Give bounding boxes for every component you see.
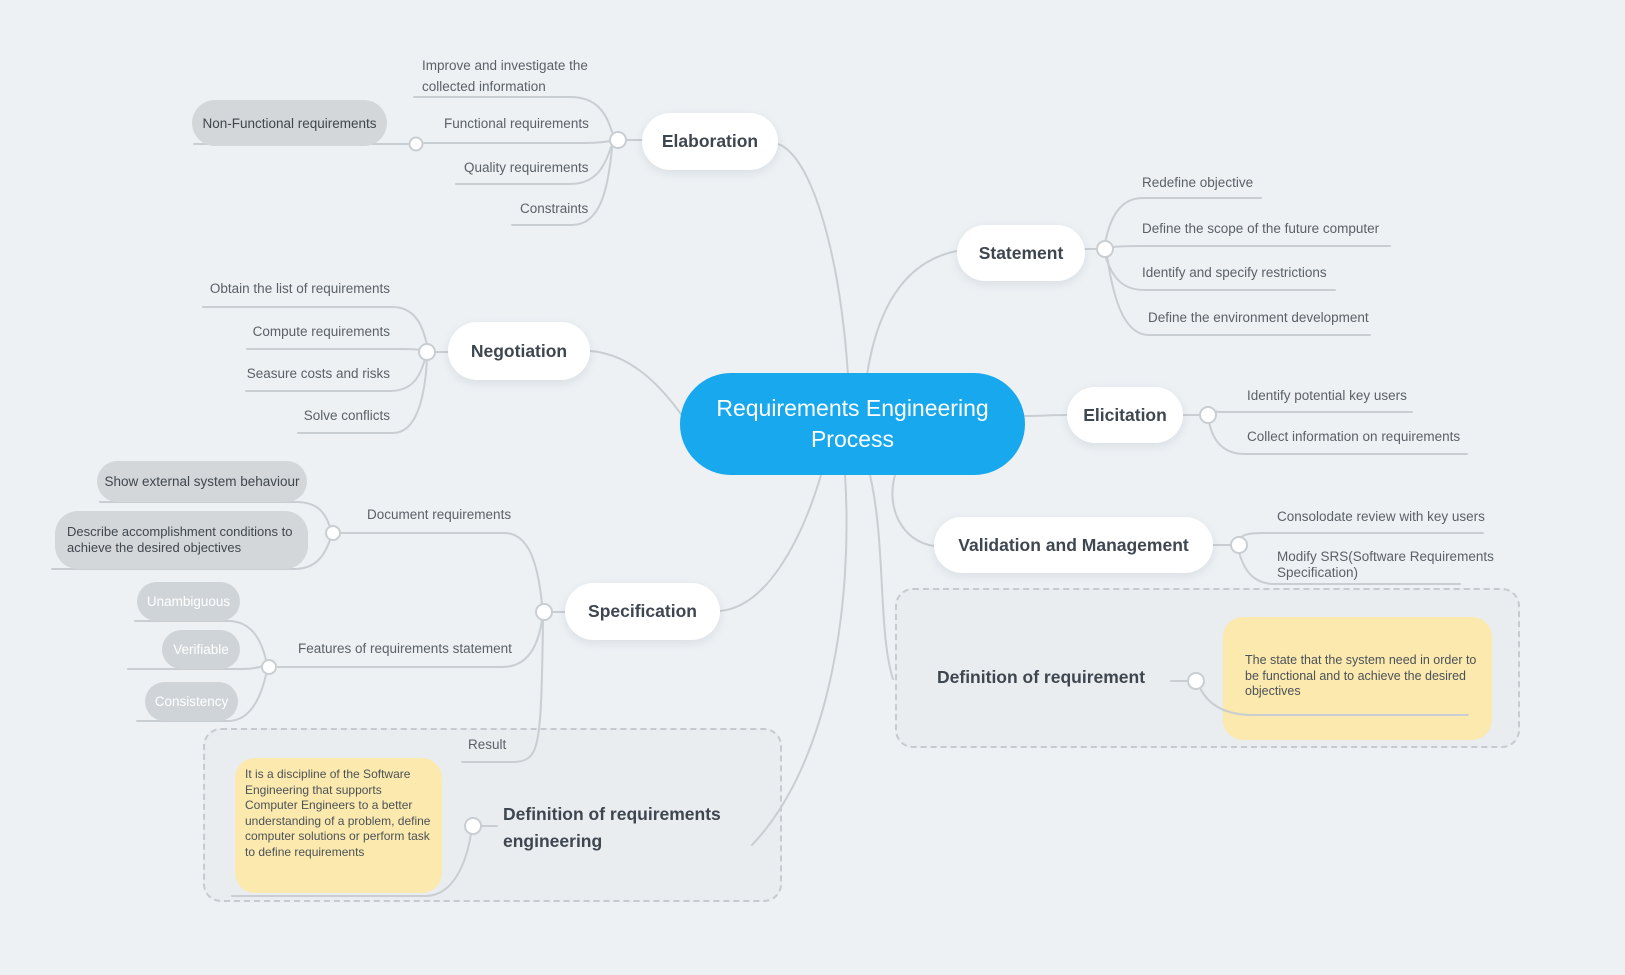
edge-central-def-requirement [869,474,894,680]
edge-central-negotiation [589,350,682,415]
edge-negotiation-compute [246,348,422,351]
edge-elaboration-improve [413,96,613,133]
edge-elaboration-functional [422,140,611,144]
junction-dot [1230,536,1248,554]
edge-defreq-note [1199,687,1469,716]
junction-dot [325,525,341,541]
subtopic-consistency[interactable]: Consistency [145,682,238,721]
subtopic-constraints[interactable]: Constraints [520,201,589,216]
topic-elicitation[interactable]: Elicitation [1067,387,1183,443]
edge-specification-features [277,619,543,668]
subtopic-describe-accomplishment[interactable]: Describe accomplishment conditions to ac… [55,511,308,569]
edge-document-show [99,501,331,528]
topic-elaboration[interactable]: Elaboration [642,113,778,170]
topic-statement[interactable]: Statement [957,225,1085,281]
subtopic-features-statement[interactable]: Features of requirements statement [298,641,512,656]
subtopic-document-requirements[interactable]: Document requirements [367,507,512,522]
junction-dot [1187,672,1205,690]
subtopic-unambiguous[interactable]: Unambiguous [137,582,240,621]
central-topic[interactable]: Requirements Engineering Process [680,373,1025,475]
topic-negotiation[interactable]: Negotiation [448,322,590,380]
subtopic-collect-information[interactable]: Collect information on requirements [1247,429,1461,444]
subtopic-consolodate-review[interactable]: Consolodate review with key users [1277,509,1485,524]
edge-features-consistency [136,674,267,722]
topic-definition-of-requirements-engineering[interactable]: Definition of requirements engineering [503,804,721,851]
edge-validation-consolodate [1238,532,1484,540]
edge-central-statement [866,250,958,376]
edge-document-describe [51,539,331,570]
edge-elicitation-identify [1208,408,1413,413]
junction-dot [1096,240,1114,258]
subtopic-compute-requirements[interactable]: Compute requirements [252,324,390,339]
edge-central-specification [719,474,822,612]
subtopic-show-external-behaviour[interactable]: Show external system behaviour [97,461,307,502]
junction-dot [418,343,436,361]
subtopic-improve-investigate[interactable]: Improve and investigate the collected in… [422,58,588,94]
junction-dot [535,603,553,621]
edge-negotiation-obtain [202,306,428,346]
subtopic-functional-requirements[interactable]: Functional requirements [444,116,589,131]
junction-dot [609,131,627,149]
edge-central-validation [891,474,935,547]
junction-dot [408,136,424,152]
subtopic-quality-requirements[interactable]: Quality requirements [464,160,589,175]
subtopic-non-functional-requirements[interactable]: Non-Functional requirements [192,100,387,146]
edge-statement-environment [1106,255,1371,336]
edge-specification-document [339,532,543,605]
edge-statement-redefine [1104,197,1262,244]
edge-defre-note [231,833,472,897]
edge-elaboration-quality [455,146,612,185]
topic-definition-of-requirement[interactable]: Definition of requirement [937,667,1146,687]
edge-negotiation-solve [297,358,428,434]
junction-dot [464,817,482,835]
note-definition-requirements-engineering[interactable]: It is a discipline of the Software Engin… [235,758,442,893]
note-definition-requirement[interactable]: The state that the system need in order … [1223,617,1492,740]
subtopic-result[interactable]: Result [468,737,507,752]
edge-elicitation-collect [1208,421,1468,455]
edge-features-unambiguous [134,620,267,661]
topic-validation-management[interactable]: Validation and Management [934,517,1213,573]
edge-validation-modify [1238,551,1461,585]
edge-specification-result [461,619,544,763]
edge-elaboration-constraints [511,147,613,226]
subtopic-environment-development[interactable]: Define the environment development [1148,310,1369,325]
edge-central-elaboration [777,143,849,376]
subtopic-redefine-objective[interactable]: Redefine objective [1142,175,1254,190]
subtopic-verifiable[interactable]: Verifiable [162,630,240,669]
edge-central-elicitation [1024,414,1068,417]
subtopic-identify-restrictions[interactable]: Identify and specify restrictions [1142,265,1327,280]
note-text: It is a discipline of the Software Engin… [245,767,431,859]
subtopic-define-scope[interactable]: Define the scope of the future computer [1142,221,1380,236]
subtopic-identify-key-users[interactable]: Identify potential key users [1247,388,1407,403]
subtopic-solve-conflicts[interactable]: Solve conflicts [303,408,390,423]
edge-negotiation-seasure [245,358,426,392]
subtopic-modify-srs[interactable]: Modify SRS(Software Requirements Specifi… [1277,549,1494,580]
topic-specification[interactable]: Specification [565,583,720,640]
edge-statement-scope [1112,245,1391,248]
subtopic-obtain-list[interactable]: Obtain the list of requirements [209,281,390,296]
junction-dot [1199,406,1217,424]
note-text: The state that the system need in order … [1245,653,1477,698]
central-topic-label: Requirements Engineering Process [716,395,989,452]
junction-dot [261,659,277,675]
subtopic-seasure-costs[interactable]: Seasure costs and risks [246,366,390,381]
edge-central-def-requirements-engineering [751,474,848,846]
